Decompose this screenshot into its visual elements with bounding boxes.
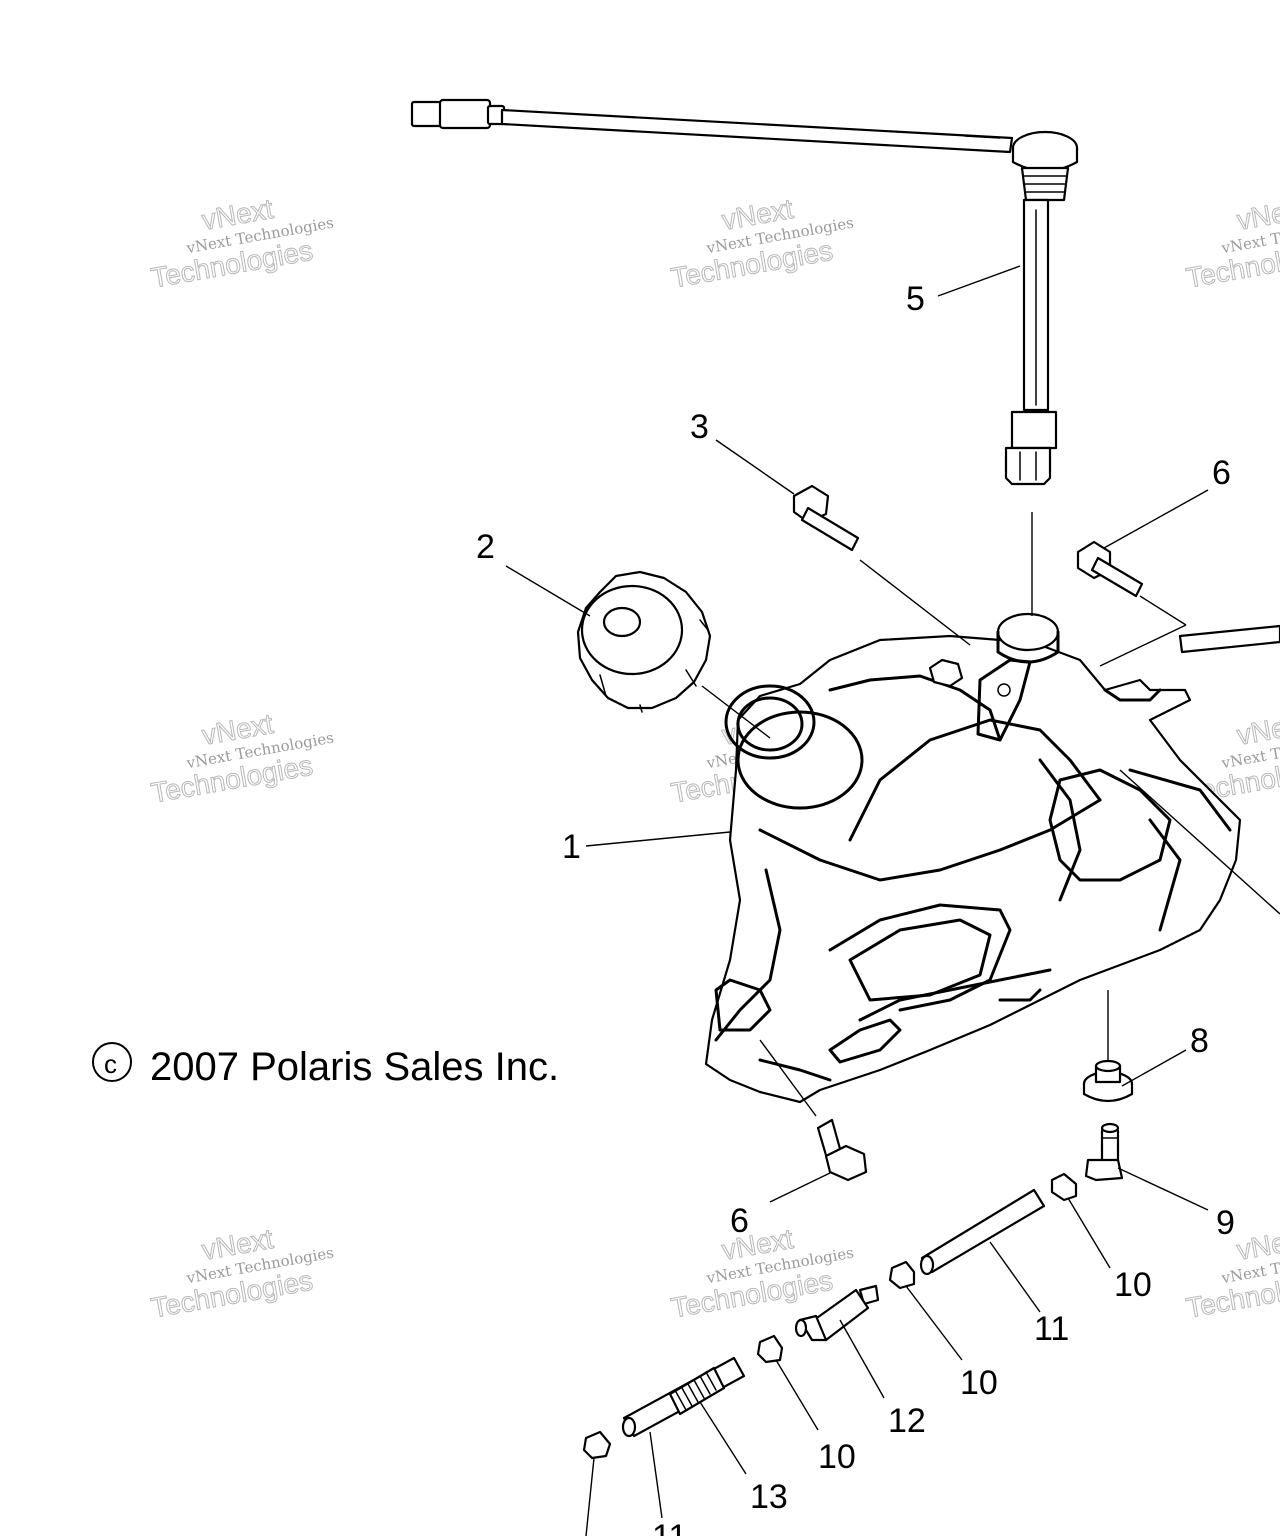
watermark-mid-left: vNext vNext Technologies Technologies (148, 707, 335, 809)
fuel-sender-part-5[interactable] (410, 98, 1079, 486)
hose-part-11-upper[interactable] (919, 1188, 1046, 1276)
bolt-part-3[interactable] (792, 484, 860, 552)
callout-10-c: 10 (818, 1438, 856, 1476)
callout-10-a: 10 (1114, 1266, 1152, 1304)
callout-8: 8 (1190, 1022, 1209, 1060)
watermark-top-center: vNext vNext Technologies Technologies (668, 192, 855, 294)
callout-5: 5 (906, 280, 925, 318)
fuel-tank-part-1[interactable] (704, 612, 1242, 1104)
copyright-circle-icon (92, 1042, 132, 1082)
elbow-fitting-part-9[interactable] (1084, 1122, 1124, 1182)
callout-9: 9 (1216, 1204, 1235, 1242)
callout-13: 13 (750, 1478, 788, 1516)
bolt-part-6-top[interactable] (1076, 540, 1144, 598)
clamp-part-10-b[interactable] (888, 1260, 916, 1290)
watermark-top-left: vNext vNext Technologies Technologies (148, 192, 335, 294)
fuel-cap-part-2[interactable] (576, 570, 712, 713)
clamp-part-10-c[interactable] (756, 1334, 784, 1364)
copyright-symbol: c (104, 1049, 117, 1079)
clamp-part-10-a[interactable] (1050, 1172, 1078, 1202)
leader-lines (505, 265, 1280, 1536)
copyright-text: 2007 Polaris Sales Inc. (150, 1045, 559, 1089)
callout-6-top: 6 (1212, 454, 1231, 492)
watermark-top-right: vNext vNext Technologies Technologies (1183, 192, 1280, 294)
callout-1: 1 (562, 828, 581, 866)
watermark-bottom-left: vNext vNext Technologies Technologies (148, 1222, 335, 1324)
grommet-part-8[interactable] (1082, 1059, 1134, 1103)
callout-3: 3 (690, 408, 709, 446)
vent-tube-stub (1178, 624, 1280, 654)
bolt-part-6-bottom[interactable] (816, 1118, 868, 1182)
callout-2: 2 (476, 528, 495, 566)
callout-10-b: 10 (960, 1364, 998, 1402)
callout-12: 12 (888, 1402, 926, 1440)
callout-11-lower: 11 (652, 1518, 687, 1536)
callout-11-upper: 11 (1034, 1310, 1069, 1348)
fuel-filter-part-12[interactable] (794, 1284, 880, 1342)
clamp-part-10-d[interactable] (582, 1430, 612, 1460)
callout-6-bottom: 6 (730, 1202, 749, 1240)
spring-guard-part-13[interactable] (668, 1366, 726, 1416)
copyright-notice: c 2007 Polaris Sales Inc. (92, 1042, 559, 1089)
